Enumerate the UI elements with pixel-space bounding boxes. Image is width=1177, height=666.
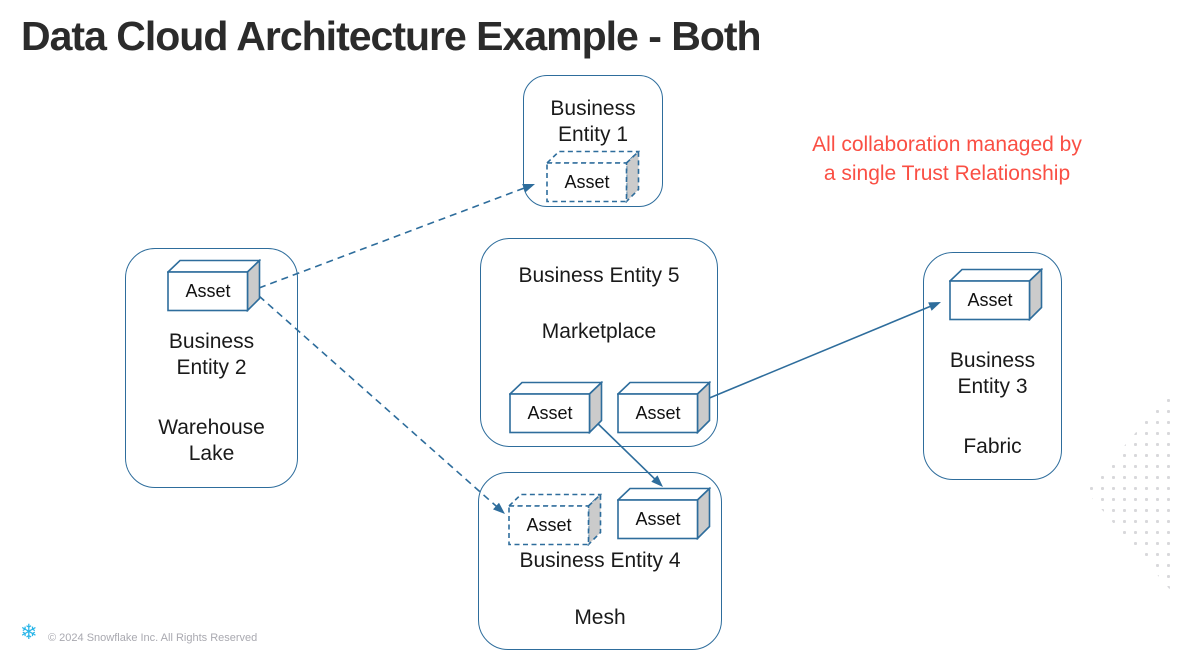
arrow-be5-to-be4 <box>591 417 663 487</box>
page-title: Data Cloud Architecture Example - Both <box>21 13 762 59</box>
asset-label: Asset <box>185 280 231 301</box>
asset-box-be4-owned: Asset <box>617 487 711 540</box>
entity-name-be5: Business Entity 5 <box>518 264 680 287</box>
entity-type-be2-line2: Lake <box>188 442 235 465</box>
entity-name-be1-line2: Entity 1 <box>557 123 629 146</box>
entity-type-be5: Marketplace <box>541 320 657 343</box>
asset-label: Asset <box>635 508 681 529</box>
entity-type-be4: Mesh <box>574 606 626 629</box>
asset-label: Asset <box>564 171 610 192</box>
asset-box-be5-right: Asset <box>617 381 711 434</box>
entity-name-be2-line2: Entity 2 <box>176 356 247 379</box>
asset-box-be5-left: Asset <box>509 381 603 434</box>
asset-label: Asset <box>527 402 573 423</box>
asset-label: Asset <box>635 402 681 423</box>
entity-type-be2-line1: Warehouse <box>158 416 265 439</box>
entity-name-be2: Business Entity 2 <box>126 329 297 381</box>
copyright-text: © 2024 Snowflake Inc. All Rights Reserve… <box>48 632 258 644</box>
entity-name-be3-line1: Business <box>949 349 1036 372</box>
entity-type-be2: Warehouse Lake <box>126 415 297 467</box>
asset-box-be3: Asset <box>949 268 1043 321</box>
asset-box-be4-shared: Asset <box>508 493 602 546</box>
arrow-be5-to-be3 <box>706 302 941 400</box>
annotation-line1: All collaboration managed by <box>812 133 1082 156</box>
entity-name-be4: Business Entity 4 <box>519 549 681 572</box>
annotation-line2: a single Trust Relationship <box>823 162 1071 185</box>
arrow-be2-to-be1 <box>258 184 535 289</box>
entity-name-be1-line1: Business <box>550 97 636 120</box>
snowflake-logo-icon: ❄ <box>20 621 38 644</box>
asset-box-be2: Asset <box>167 259 261 312</box>
entity-name-be3: Business Entity 3 <box>924 348 1061 400</box>
arrow-be2-to-be4 <box>258 295 505 514</box>
annotation-trust-relationship: All collaboration managed by a single Tr… <box>786 130 1108 188</box>
asset-label: Asset <box>967 289 1013 310</box>
asset-label: Asset <box>526 514 572 535</box>
entity-name-be1: Business Entity 1 <box>524 96 662 148</box>
entity-type-be3: Fabric <box>963 435 1022 458</box>
entity-name-be3-line2: Entity 3 <box>957 375 1028 398</box>
asset-box-be1-shared: Asset <box>546 150 640 203</box>
entity-name-be2-line1: Business <box>168 330 255 353</box>
